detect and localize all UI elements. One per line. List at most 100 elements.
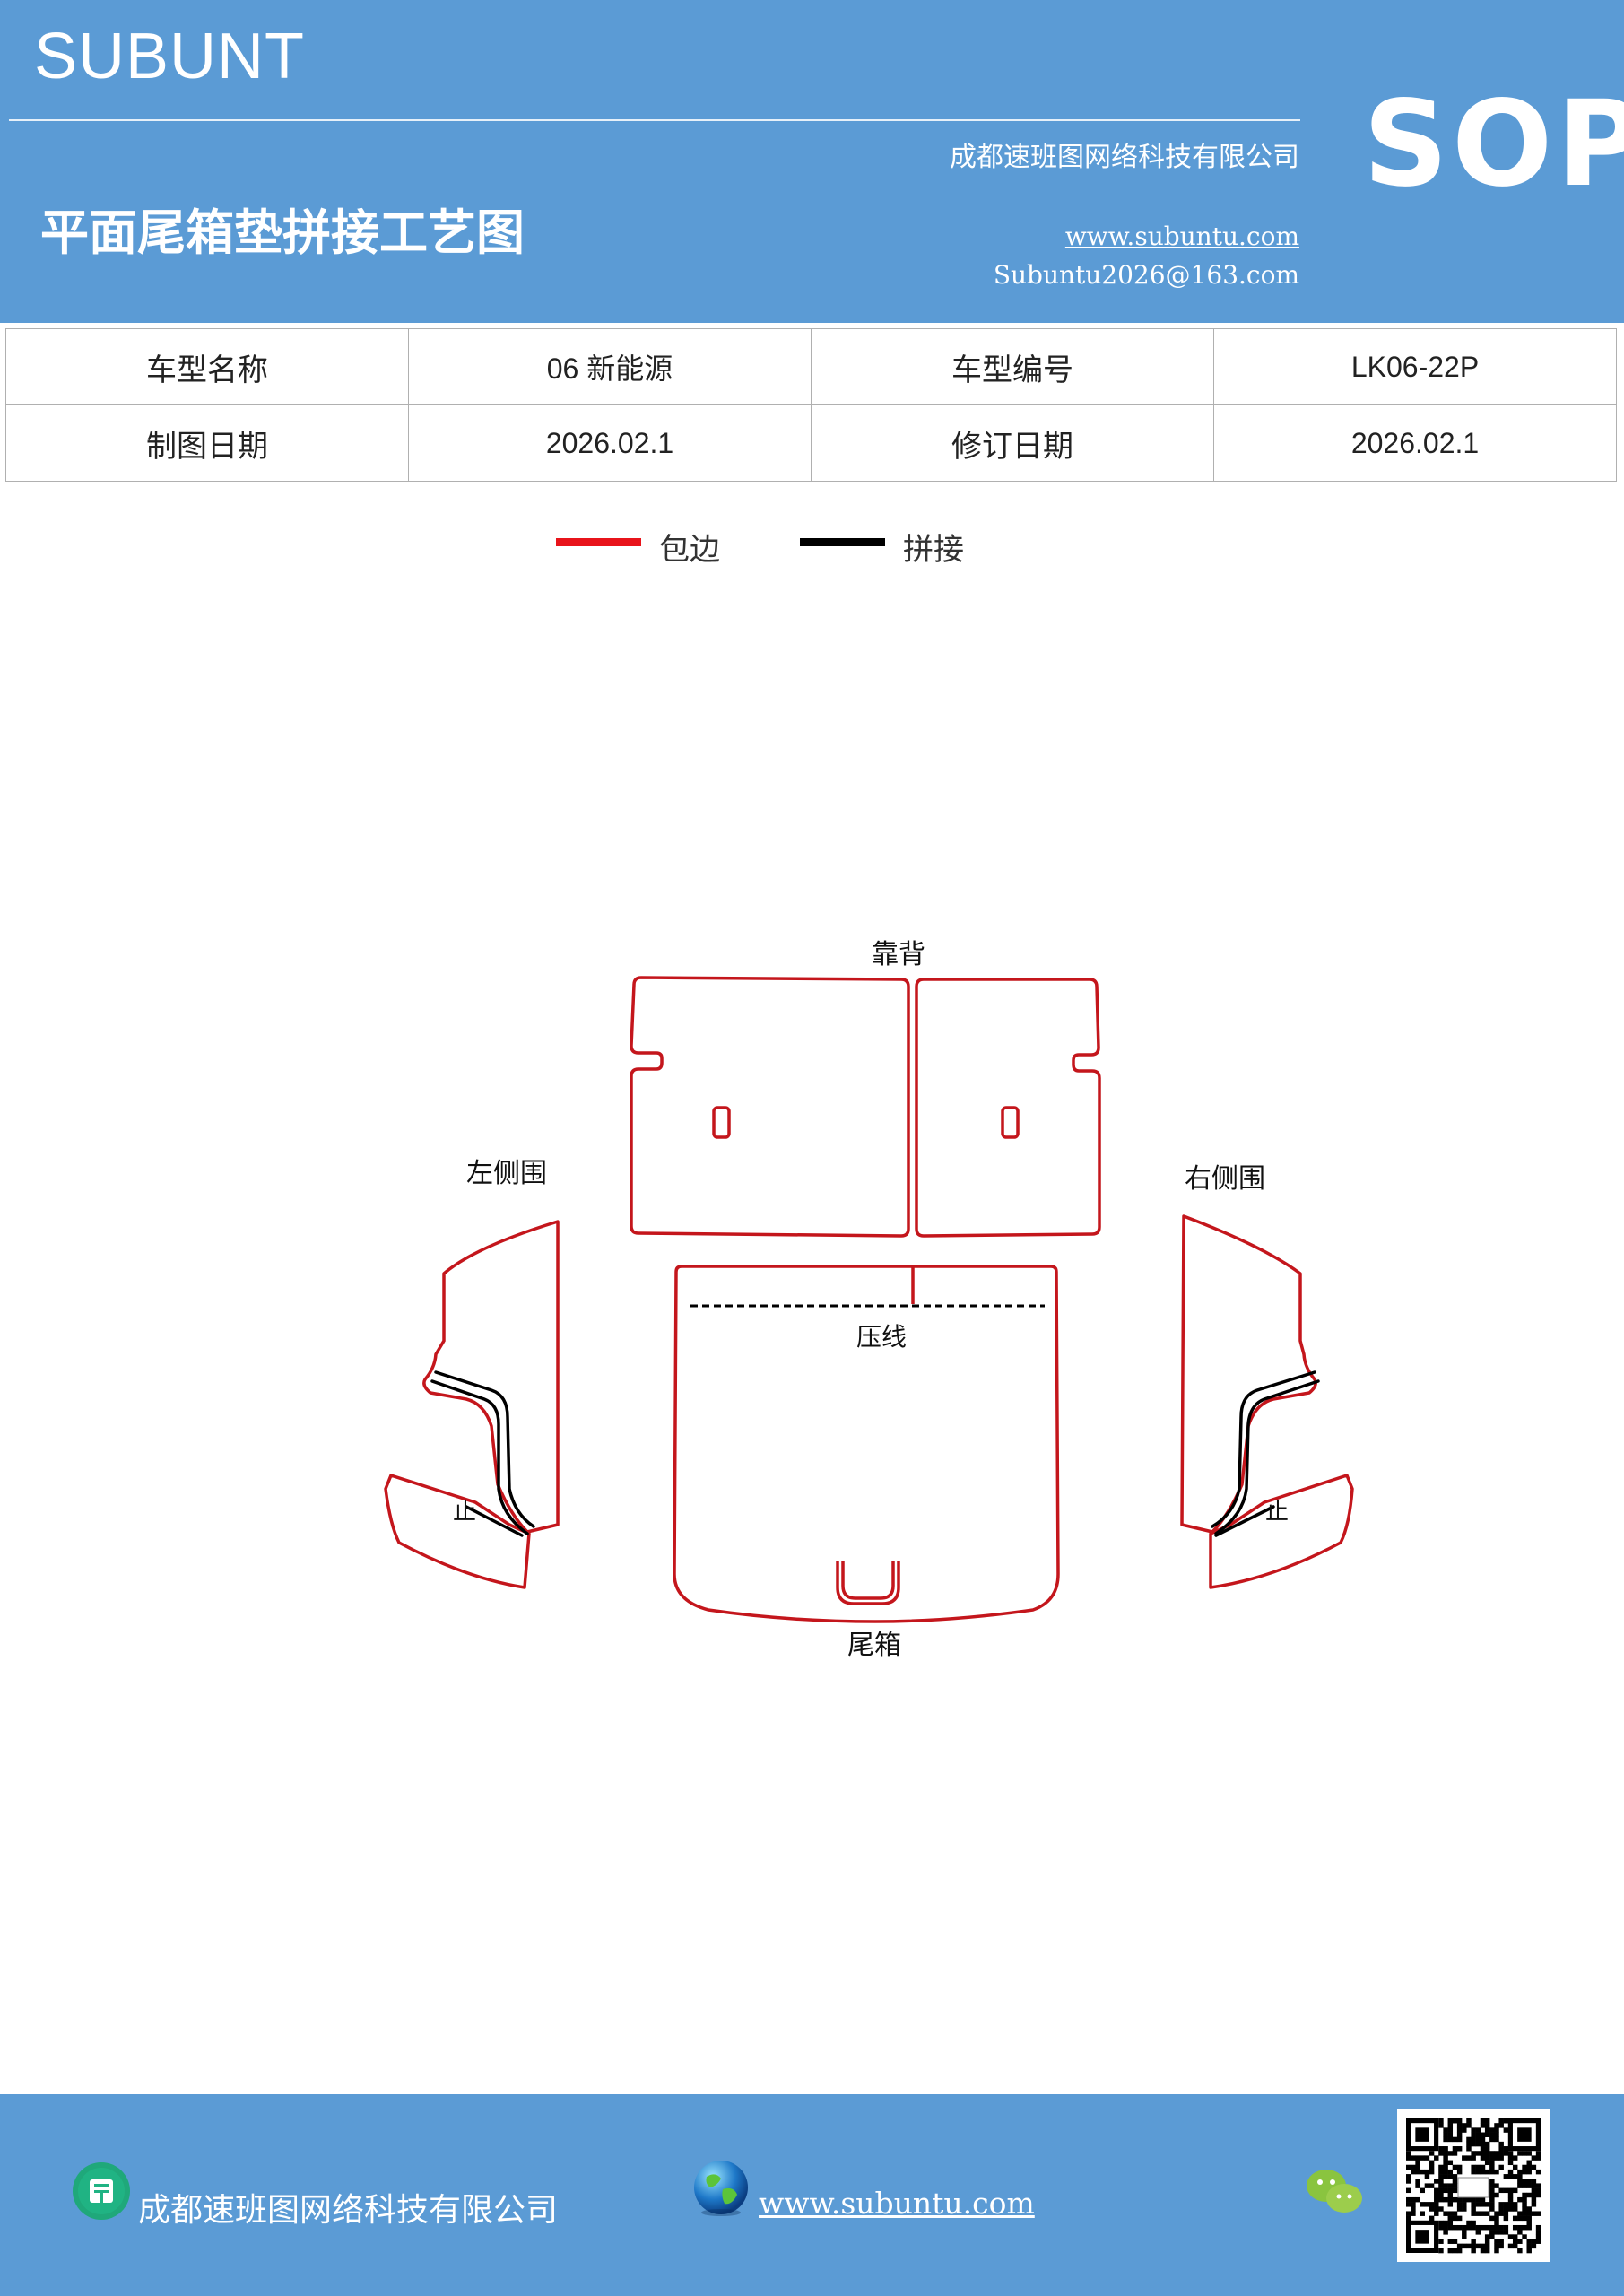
left-seam-inner	[434, 1370, 535, 1528]
qr-module	[1494, 2127, 1499, 2133]
qr-module	[1526, 2183, 1532, 2188]
qr-module	[1406, 2196, 1411, 2203]
qr-module	[1535, 2230, 1541, 2235]
qr-module	[1517, 2230, 1523, 2235]
footer-website-link[interactable]: www.subuntu.com	[759, 2186, 1035, 2221]
qr-module	[1456, 2164, 1463, 2170]
qr-module	[1466, 2136, 1472, 2143]
qr-module	[1466, 2196, 1472, 2203]
qr-module	[1489, 2234, 1495, 2239]
qr-module	[1531, 2179, 1537, 2184]
qr-module	[1452, 2179, 1458, 2184]
qr-module	[1484, 2234, 1490, 2239]
qr-module	[1494, 2192, 1499, 2198]
left-side-flap	[384, 1474, 531, 1589]
header-divider	[9, 119, 1300, 121]
qr-module	[1503, 2118, 1509, 2124]
legend-swatch-red	[556, 538, 641, 546]
table-cell: 车型名称	[5, 328, 409, 405]
qr-module	[1507, 2169, 1514, 2175]
qr-module	[1498, 2202, 1504, 2207]
qr-module	[1424, 2169, 1430, 2175]
qr-module	[1456, 2146, 1463, 2152]
qr-module	[1443, 2220, 1448, 2226]
qr-module	[1507, 2151, 1514, 2156]
label-crease: 压线	[856, 1322, 907, 1352]
qr-module	[1531, 2211, 1537, 2216]
qr-module	[1471, 2196, 1476, 2203]
label-backrest: 靠背	[872, 939, 925, 970]
qr-module	[1507, 2174, 1514, 2179]
qr-module	[1480, 2123, 1486, 2128]
qr-module	[1484, 2224, 1490, 2231]
qr-module	[1535, 2155, 1541, 2161]
qr-module	[1526, 2239, 1532, 2244]
qr-module	[1512, 2234, 1518, 2239]
qr-module	[1503, 2224, 1509, 2231]
qr-module	[1411, 2206, 1416, 2212]
qr-module	[1526, 2215, 1532, 2222]
qr-module	[1475, 2202, 1481, 2207]
table-cell: 06 新能源	[408, 328, 812, 405]
qr-module	[1456, 2169, 1463, 2175]
qr-module	[1475, 2211, 1481, 2216]
header-company: 成都速班图网络科技有限公司	[950, 142, 1299, 173]
qr-module	[1480, 2248, 1486, 2254]
qr-module	[1443, 2160, 1448, 2166]
qr-module	[1507, 2206, 1514, 2212]
qr-module	[1484, 2243, 1490, 2249]
qr-module	[1420, 2211, 1425, 2216]
qr-module	[1503, 2146, 1509, 2152]
qr-module	[1434, 2192, 1439, 2198]
qr-module	[1462, 2243, 1467, 2249]
qr-module	[1447, 2192, 1454, 2198]
header-website-link[interactable]: www.subuntu.com	[1064, 222, 1299, 251]
table-cell: 制图日期	[5, 404, 409, 482]
qr-module	[1438, 2118, 1444, 2124]
qr-module	[1503, 2215, 1509, 2222]
wechat-icon	[1307, 2170, 1362, 2213]
qr-module	[1489, 2127, 1495, 2133]
qr-module	[1466, 2118, 1472, 2124]
qr-module	[1429, 2160, 1435, 2166]
qr-module	[1494, 2132, 1499, 2137]
qr-module	[1503, 2174, 1509, 2179]
qr-module	[1471, 2155, 1476, 2161]
qr-module	[1494, 2155, 1499, 2161]
qr-module	[1484, 2239, 1490, 2244]
backrest-slot-left	[712, 1106, 731, 1139]
qr-module	[1494, 2151, 1499, 2156]
qr-module	[1456, 2123, 1463, 2128]
qr-module	[1452, 2174, 1458, 2179]
label-stop-left: 止	[453, 1499, 476, 1526]
qr-module	[1507, 2187, 1514, 2194]
qr-module	[1494, 2215, 1499, 2222]
qr-module	[1420, 2169, 1425, 2175]
qr-module	[1447, 2136, 1454, 2143]
qr-module	[1406, 2164, 1411, 2170]
qr-code	[1397, 2109, 1550, 2262]
qr-module	[1438, 2169, 1444, 2175]
qr-module	[1415, 2164, 1420, 2170]
qr-module	[1522, 2211, 1527, 2216]
qr-module	[1466, 2220, 1472, 2226]
qr-module	[1498, 2206, 1504, 2212]
qr-module	[1494, 2224, 1499, 2231]
qr-module	[1452, 2183, 1458, 2188]
qr-module	[1517, 2174, 1523, 2179]
qr-module	[1484, 2248, 1490, 2254]
qr-module	[1498, 2155, 1504, 2161]
qr-module	[1415, 2155, 1420, 2161]
qr-module	[1447, 2118, 1454, 2124]
qr-module	[1434, 2211, 1439, 2216]
qr-module	[1429, 2151, 1435, 2156]
qr-module	[1466, 2146, 1472, 2152]
qr-module	[1484, 2155, 1490, 2161]
right-side-panel	[1180, 1214, 1317, 1534]
qr-module	[1526, 2206, 1532, 2212]
qr-module	[1452, 2248, 1458, 2254]
qr-module	[1443, 2155, 1448, 2161]
qr-module	[1438, 2179, 1444, 2184]
qr-module	[1526, 2151, 1532, 2156]
qr-module	[1438, 2123, 1444, 2128]
